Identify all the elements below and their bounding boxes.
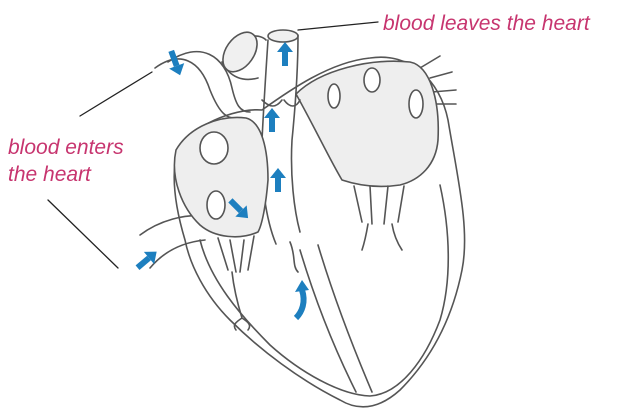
blood-leaves-label: blood leaves the heart [383,10,590,37]
blood-enters-line-1: blood enters [8,134,124,161]
arrow-up-icon [270,168,286,192]
left-atrium-opening-3 [328,84,340,108]
enters-pointer-line-bottom [48,200,118,268]
aorta-opening [268,30,298,42]
arrow-down-icon [164,48,188,78]
arrow-up-icon [264,108,280,132]
aorta-right [291,35,300,232]
blood-enters-line-2: the heart [8,161,124,188]
leaves-pointer-line [298,22,378,30]
pulmonary-valve [262,100,300,106]
inferior-vena-cava-2 [150,240,205,268]
chordae-extra [290,242,298,272]
mitral-chordae [354,186,404,224]
vessel-opening [216,26,264,78]
pulmonary-vein-3 [432,90,456,92]
enters-pointer-line-top [80,72,152,116]
blood-enters-label: blood enters the heart [8,134,124,188]
left-atrium-opening-2 [409,90,423,118]
pulmonary-vein-2 [430,72,452,78]
septum [300,250,356,392]
atrium-opening [200,132,228,164]
atrium-opening-2 [207,191,225,219]
arrow-up-icon [277,42,293,66]
left-atrium-opening-1 [364,68,380,92]
tricuspid-chordae [218,236,254,272]
curved-arrow-icon [295,280,309,318]
left-papillary [362,224,402,250]
right-papillary [232,272,250,330]
pulmonary-vein-1 [420,56,440,68]
